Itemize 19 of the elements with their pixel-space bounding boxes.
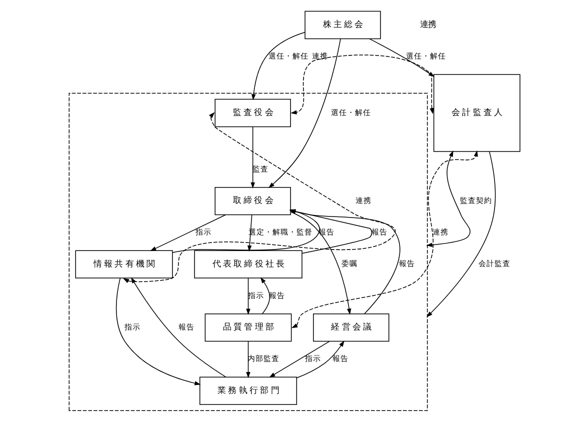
edge-label: 委嘱 <box>342 259 358 268</box>
edge-label: 選任・解任 <box>330 108 371 117</box>
edge-label: 選任・解任 <box>406 52 446 61</box>
edge-label: 連携 <box>432 228 448 237</box>
edge-label: 指示 <box>305 354 322 364</box>
edge-label: 指示 <box>248 290 264 300</box>
edge-label: 指示 <box>124 322 140 332</box>
label: 連携 <box>420 19 436 30</box>
edge-label: 指示 <box>195 228 212 237</box>
edge-label: 選任・解任 <box>268 52 308 61</box>
edge-label: 報告 <box>332 354 348 364</box>
edge-label: 報告 <box>178 322 195 332</box>
edge-label: 報告 <box>398 259 415 268</box>
edge-label: 会計監査 <box>478 259 510 268</box>
edge-label: 連携 <box>312 52 328 61</box>
edge-label: 連携 <box>355 196 372 205</box>
edge-label: 監査 <box>252 164 268 174</box>
edge-label: 監査契約 <box>460 196 492 205</box>
edge-label: 報告 <box>371 228 388 237</box>
